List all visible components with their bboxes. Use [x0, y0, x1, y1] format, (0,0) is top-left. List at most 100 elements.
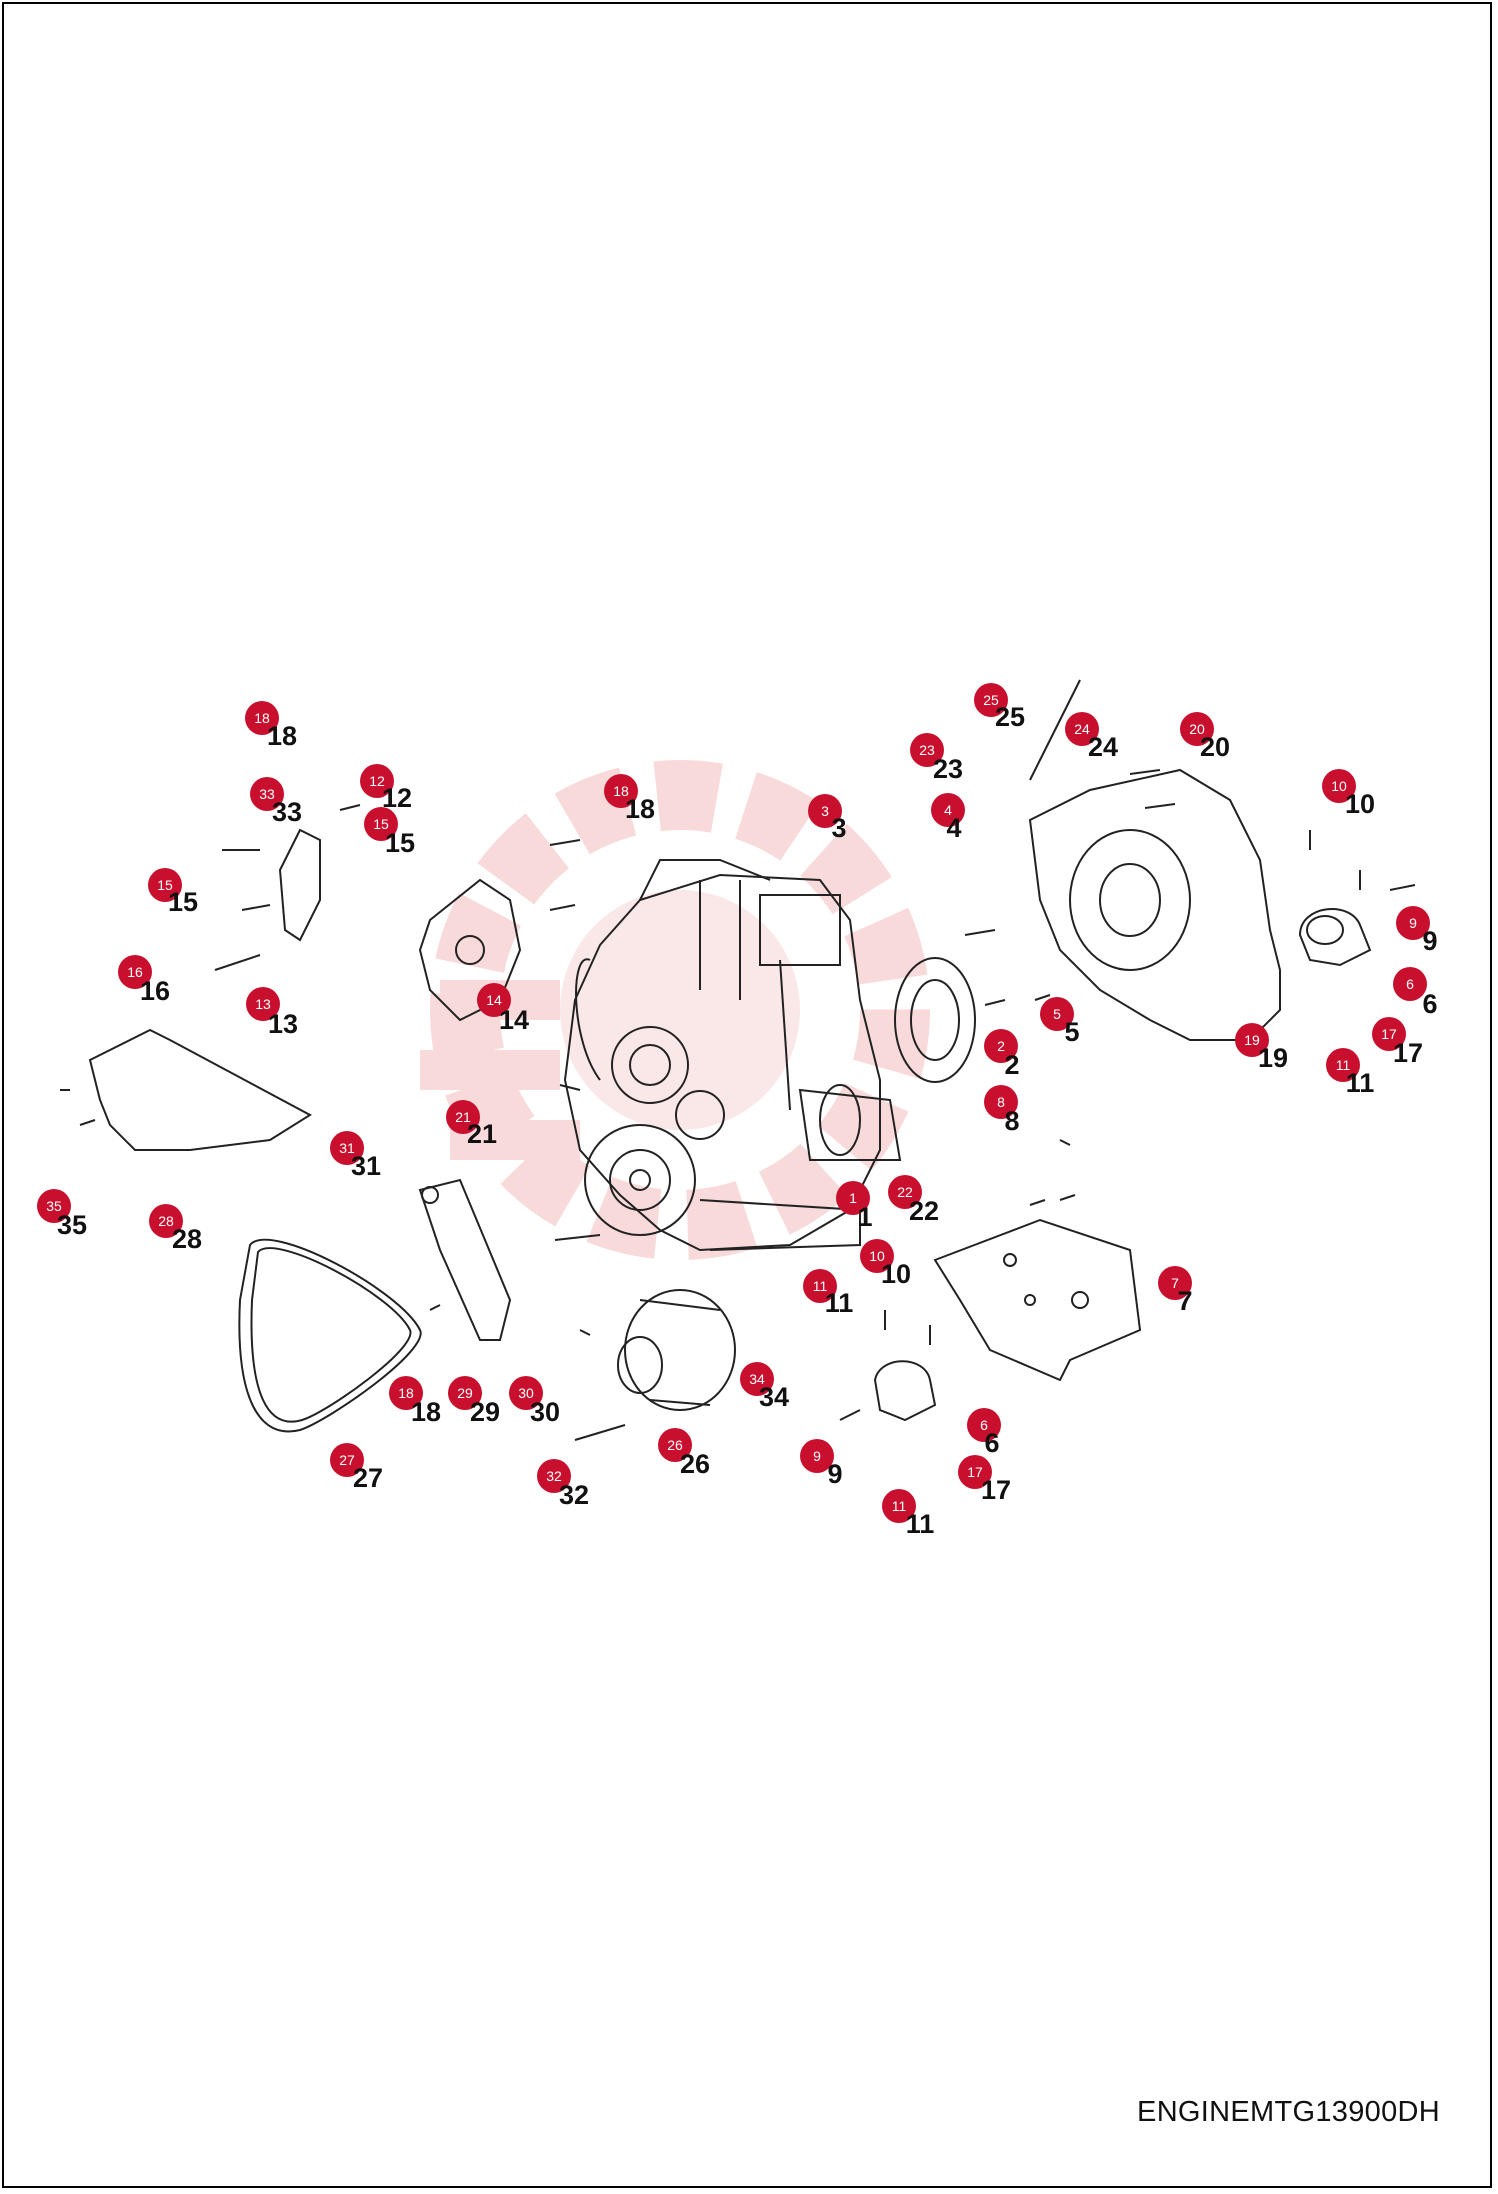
callout-marker — [448, 1376, 482, 1410]
belt-tension-arm — [418, 1178, 512, 1341]
callout-number: 2 — [1004, 1050, 1019, 1080]
callout-marker-label: 31 — [339, 1140, 355, 1156]
callout-marker — [1393, 967, 1427, 1001]
rear-oil-seal — [894, 957, 976, 1083]
callout-marker-label: 13 — [255, 996, 271, 1012]
callout-marker — [882, 1489, 916, 1523]
callout-marker — [37, 1189, 71, 1223]
callout-marker — [245, 701, 279, 735]
callout-number: 33 — [272, 797, 302, 827]
callout-marker — [836, 1181, 870, 1215]
callout-marker — [984, 1029, 1018, 1063]
callout-marker-label: 23 — [919, 742, 935, 758]
callout-marker — [509, 1376, 543, 1410]
callout-number: 15 — [385, 828, 415, 858]
callout-marker-label: 17 — [967, 1464, 983, 1480]
callout-marker — [967, 1408, 1001, 1442]
callout-marker-label: 12 — [369, 773, 385, 789]
callout-marker — [740, 1362, 774, 1396]
callout-marker — [149, 1204, 183, 1238]
callout-number: 10 — [1345, 789, 1375, 819]
callout-marker — [860, 1239, 894, 1273]
callout-marker-label: 11 — [1336, 1057, 1351, 1073]
callout-number: 19 — [1258, 1043, 1288, 1073]
callout-marker-label: 8 — [997, 1094, 1005, 1110]
callout-number: 24 — [1088, 732, 1118, 762]
callout-number: 16 — [140, 976, 170, 1006]
callout-number: 30 — [530, 1397, 560, 1427]
callout-marker-label: 17 — [1381, 1026, 1397, 1042]
callout-number: 21 — [467, 1119, 497, 1149]
callout-number: 6 — [1422, 989, 1437, 1019]
callout-2: 22 — [984, 1029, 1020, 1080]
callout-marker — [148, 868, 182, 902]
callout-number: 18 — [411, 1397, 441, 1427]
callout-number: 27 — [353, 1463, 383, 1493]
callout-marker-label: 11 — [892, 1498, 907, 1514]
callout-number: 9 — [827, 1459, 842, 1489]
callout-8: 88 — [984, 1085, 1020, 1136]
callout-marker — [1065, 712, 1099, 746]
callout-marker — [364, 807, 398, 841]
callout-marker — [330, 1131, 364, 1165]
sensor-cable — [1029, 679, 1081, 781]
callout-number: 18 — [625, 794, 655, 824]
callout-marker-label: 21 — [455, 1109, 471, 1125]
alternator — [617, 1289, 736, 1411]
callout-3: 33 — [808, 794, 847, 843]
callout-number: 31 — [351, 1151, 381, 1181]
callout-marker — [658, 1428, 692, 1462]
callout-marker — [250, 777, 284, 811]
callout-number: 7 — [1177, 1286, 1192, 1316]
callout-marker-label: 18 — [398, 1385, 414, 1401]
callout-marker-label: 7 — [1171, 1275, 1179, 1291]
callout-marker-label: 26 — [667, 1437, 683, 1453]
callout-marker — [604, 774, 638, 808]
callout-number: 22 — [909, 1196, 939, 1226]
flywheel-housing — [1028, 768, 1281, 1041]
callout-5: 55 — [1040, 997, 1080, 1047]
callout-marker — [246, 987, 280, 1021]
callout-number: 32 — [559, 1480, 589, 1510]
callout-number: 28 — [172, 1224, 202, 1254]
callout-number: 1 — [857, 1202, 872, 1232]
callout-marker — [910, 733, 944, 767]
callout-number: 11 — [1346, 1068, 1375, 1098]
callout-marker — [1180, 712, 1214, 746]
callout-marker-label: 29 — [457, 1385, 473, 1401]
callout-9: 99 — [800, 1439, 843, 1489]
callout-number: 8 — [1004, 1106, 1019, 1136]
callout-marker-label: 34 — [749, 1371, 765, 1387]
callout-marker-label: 15 — [373, 816, 389, 832]
callout-number: 15 — [168, 887, 198, 917]
callout-marker-label: 6 — [980, 1417, 988, 1433]
callout-1: 11 — [836, 1181, 873, 1232]
callout-marker — [446, 1100, 480, 1134]
callout-number: 25 — [995, 702, 1025, 732]
callout-number: 26 — [680, 1449, 710, 1479]
callout-marker-label: 3 — [821, 803, 829, 819]
callout-marker — [1040, 997, 1074, 1031]
callout-number: 18 — [267, 721, 297, 751]
callout-marker-label: 22 — [897, 1184, 913, 1200]
callout-number: 6 — [984, 1428, 999, 1458]
callout-marker-label: 9 — [813, 1448, 821, 1464]
callout-number: 23 — [933, 754, 963, 784]
callout-marker — [1322, 769, 1356, 803]
engine-mount-left — [873, 1360, 937, 1422]
